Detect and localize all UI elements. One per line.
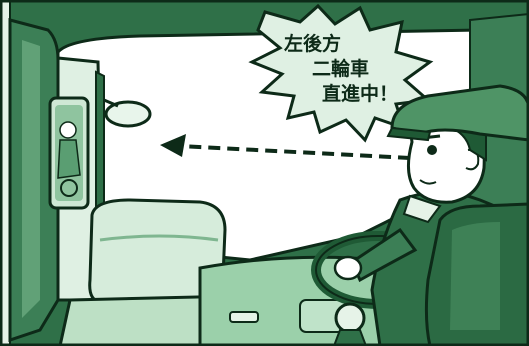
motorcyclist-reflection-body	[57, 139, 81, 179]
passenger-seat-back	[88, 198, 227, 304]
driver-seat-highlight	[450, 222, 500, 330]
dashboard-vent	[229, 311, 259, 323]
motorcycle-reflection-wheel	[60, 179, 78, 197]
speech-bubble-icon	[248, 3, 434, 143]
driver-collar	[402, 194, 442, 224]
steering-hub	[334, 302, 366, 334]
rearview-mirror-mount	[103, 98, 119, 108]
speech-line-3: 直進中！	[322, 82, 398, 105]
speech-line-2: 二輪車	[312, 57, 369, 80]
rearview-mirror	[104, 100, 152, 128]
driver-cap-brim	[386, 126, 432, 142]
driver-hand	[333, 255, 363, 281]
driver-arm	[350, 227, 418, 283]
gaze-arrowhead-icon	[160, 134, 186, 157]
passenger-seat-seam	[99, 234, 219, 242]
speech-line-1: 左後方	[284, 32, 341, 55]
driver-eye	[427, 145, 437, 155]
motorcyclist-reflection-head	[59, 121, 77, 139]
driver-cap-icon	[390, 84, 529, 142]
steering-column	[332, 329, 368, 346]
gaze-arrow-line	[179, 144, 411, 160]
a-pillar-highlight	[22, 40, 40, 318]
driver-mouth	[419, 179, 437, 185]
